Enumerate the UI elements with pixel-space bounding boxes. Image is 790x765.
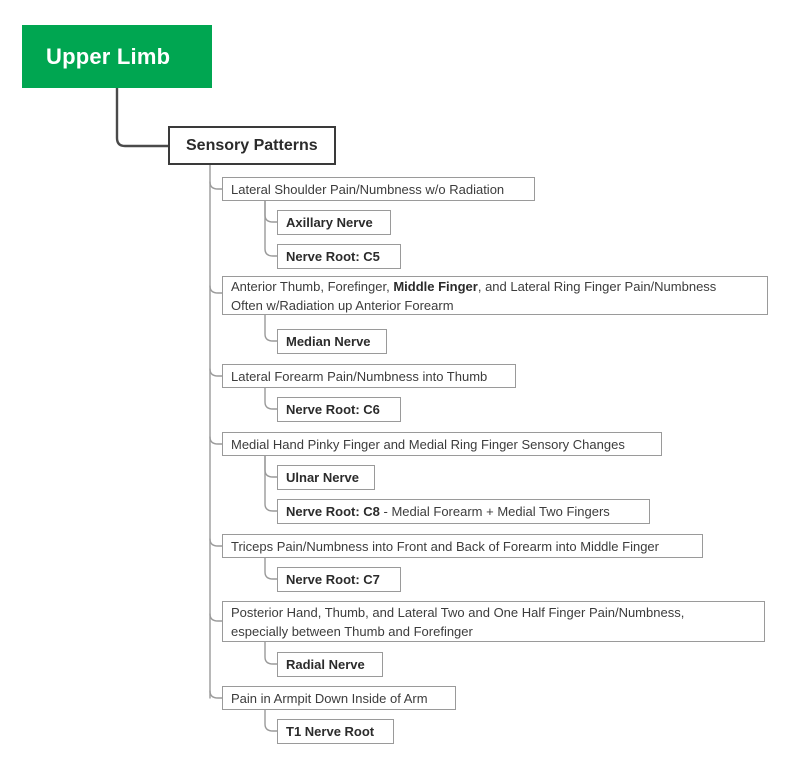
node-medial-hand-pinky[interactable]: Medial Hand Pinky Finger and Medial Ring… (222, 432, 662, 456)
node-label-line-1: Anterior Thumb, Forefinger, Middle Finge… (231, 277, 759, 296)
node-label: Axillary Nerve (286, 215, 373, 230)
node-lateral-forearm-pain[interactable]: Lateral Forearm Pain/Numbness into Thumb (222, 364, 516, 388)
node-label: Nerve Root: C6 (286, 402, 380, 417)
node-nerve-root-c5[interactable]: Nerve Root: C5 (277, 244, 401, 269)
node-radial-nerve[interactable]: Radial Nerve (277, 652, 383, 677)
node-label-rest: - Medial Forearm + Medial Two Fingers (379, 504, 610, 519)
node-posterior-hand-thumb[interactable]: Posterior Hand, Thumb, and Lateral Two a… (222, 601, 765, 642)
node-label-line-2: especially between Thumb and Forefinger (231, 623, 473, 639)
node-label-line-2: Often w/Radiation up Anterior Forearm (231, 297, 454, 313)
node-label-emphasis: Middle Finger (393, 278, 478, 294)
node-anterior-thumb-forefinger[interactable]: Anterior Thumb, Forefinger, Middle Finge… (222, 276, 768, 315)
node-label: Medial Hand Pinky Finger and Medial Ring… (231, 436, 625, 452)
node-lateral-shoulder-pain[interactable]: Lateral Shoulder Pain/Numbness w/o Radia… (222, 177, 535, 201)
root-node-label: Upper Limb (46, 43, 171, 69)
node-label: Nerve Root: C7 (286, 572, 380, 587)
node-pain-in-armpit[interactable]: Pain in Armpit Down Inside of Arm (222, 686, 456, 710)
node-t1-nerve-root[interactable]: T1 Nerve Root (277, 719, 394, 744)
node-nerve-root-c6[interactable]: Nerve Root: C6 (277, 397, 401, 422)
node-label-pre: Anterior Thumb, Forefinger, (231, 278, 394, 294)
node-ulnar-nerve[interactable]: Ulnar Nerve (277, 465, 375, 490)
node-label-post: , and Lateral Ring Finger Pain/Numbness (477, 278, 717, 294)
node-label: Median Nerve (286, 334, 371, 349)
node-axillary-nerve[interactable]: Axillary Nerve (277, 210, 391, 235)
node-label: T1 Nerve Root (286, 724, 375, 739)
node-label: Nerve Root: C8 - Medial Forearm + Medial… (286, 502, 641, 521)
node-label: Lateral Shoulder Pain/Numbness w/o Radia… (231, 181, 505, 197)
node-label: Lateral Forearm Pain/Numbness into Thumb (231, 368, 488, 384)
node-label: Nerve Root: C5 (286, 249, 380, 264)
root-node-upper-limb[interactable]: Upper Limb (22, 25, 212, 88)
node-label: Triceps Pain/Numbness into Front and Bac… (231, 538, 659, 554)
node-nerve-root-c8[interactable]: Nerve Root: C8 - Medial Forearm + Medial… (277, 499, 650, 524)
node-triceps-pain[interactable]: Triceps Pain/Numbness into Front and Bac… (222, 534, 703, 558)
node-label: Pain in Armpit Down Inside of Arm (231, 690, 428, 706)
node-sensory-patterns[interactable]: Sensory Patterns (168, 126, 336, 165)
node-label: Radial Nerve (286, 657, 365, 672)
node-label-line-1: Posterior Hand, Thumb, and Lateral Two a… (231, 604, 685, 620)
node-label-emphasis: Nerve Root: C8 (286, 504, 380, 519)
node-label: Ulnar Nerve (286, 470, 359, 485)
node-sensory-patterns-label: Sensory Patterns (186, 136, 318, 154)
node-nerve-root-c7[interactable]: Nerve Root: C7 (277, 567, 401, 592)
node-median-nerve[interactable]: Median Nerve (277, 329, 387, 354)
